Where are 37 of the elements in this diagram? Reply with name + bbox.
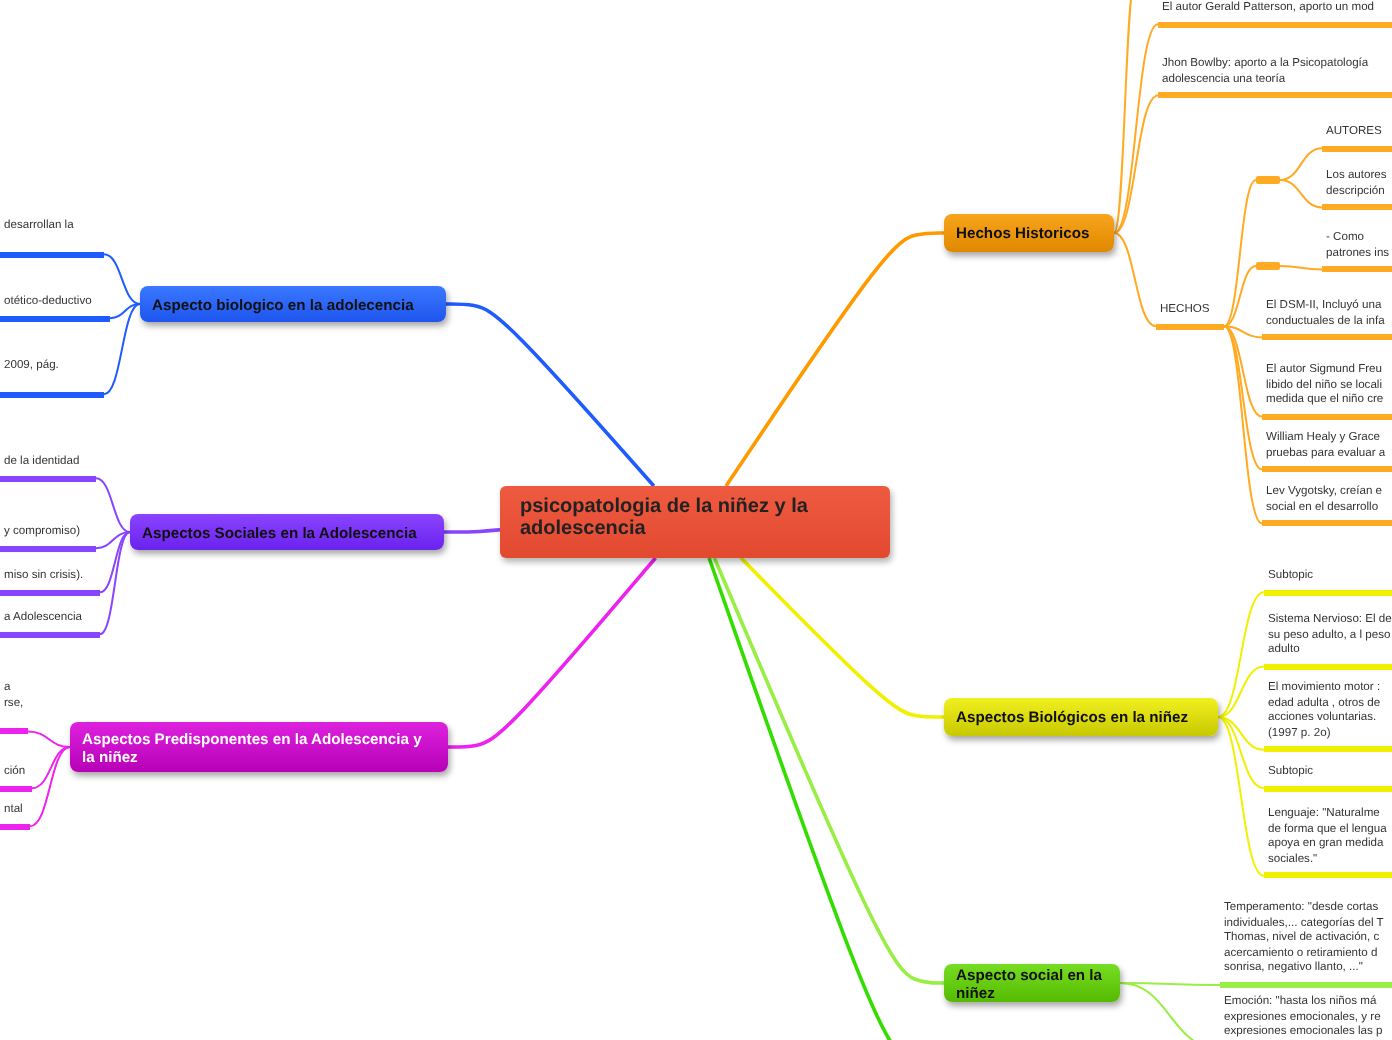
central-topic: psicopatologia de la niñez y la adolescencia (500, 486, 890, 558)
branch-line (1113, 0, 1137, 234)
branch-line (444, 527, 501, 534)
branch-line (448, 556, 657, 749)
branch-line (1223, 265, 1257, 328)
branch-line (1217, 591, 1265, 718)
branch-line (1223, 325, 1263, 525)
branch-line (739, 556, 944, 719)
branch-line (1217, 716, 1265, 751)
branch-line (95, 477, 131, 533)
branch-bar (1256, 176, 1280, 184)
branch-line (1223, 325, 1263, 339)
branch-line (95, 531, 131, 550)
branch-line (27, 730, 71, 748)
branch-line (1217, 716, 1265, 877)
branch-line (103, 253, 141, 305)
branch-line (1223, 179, 1257, 328)
branch-line (1279, 265, 1323, 271)
branch-line (724, 231, 944, 487)
branch-line (1223, 325, 1263, 418)
branch-line (99, 531, 131, 636)
branch-line (31, 746, 71, 790)
branch-line (1279, 147, 1323, 181)
branch-line (103, 303, 141, 396)
branch-line (1113, 232, 1157, 328)
branch-line (1113, 23, 1159, 234)
branch-line (99, 531, 131, 594)
branch-line (1279, 179, 1323, 209)
branch-line (109, 303, 141, 320)
branch-line (1217, 716, 1265, 790)
branch-line (1217, 665, 1265, 718)
branch-line (1113, 94, 1159, 234)
branch-bar (1256, 262, 1280, 270)
branch-line (446, 302, 656, 488)
branch-line (712, 557, 944, 985)
branch-line (1223, 325, 1263, 471)
branch-line (29, 746, 71, 828)
